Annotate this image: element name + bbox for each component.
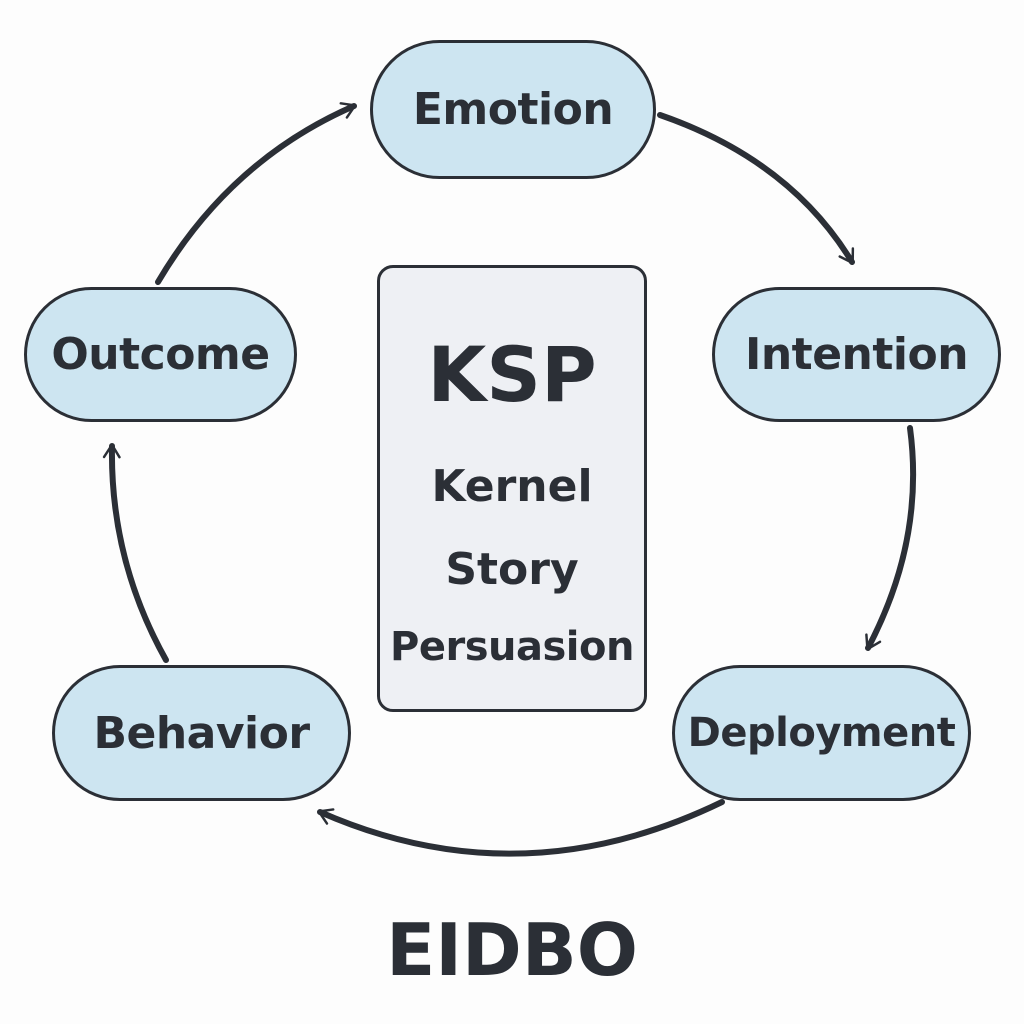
- node-outcome: Outcome: [24, 287, 297, 422]
- arrow-behavior-to-outcome: [102, 443, 169, 663]
- node-emotion: Emotion: [370, 40, 656, 179]
- node-behavior: Behavior: [52, 665, 351, 801]
- ksp-box: KSP Kernel Story Persuasion: [377, 265, 647, 712]
- ksp-line-story: Story: [445, 544, 579, 595]
- ksp-acronym: KSP: [427, 330, 597, 419]
- ksp-line-persuasion: Persuasion: [390, 624, 634, 670]
- diagram-title: EIDBO: [386, 908, 638, 992]
- node-intention: Intention: [712, 287, 1001, 422]
- arrow-intention-to-deployment: [865, 425, 917, 651]
- arrow-emotion-to-intention: [657, 112, 855, 265]
- ksp-line-kernel: Kernel: [431, 461, 593, 512]
- arrow-outcome-to-emotion: [155, 102, 357, 285]
- arrow-deployment-to-behavior: [317, 799, 725, 857]
- node-deployment: Deployment: [672, 665, 971, 801]
